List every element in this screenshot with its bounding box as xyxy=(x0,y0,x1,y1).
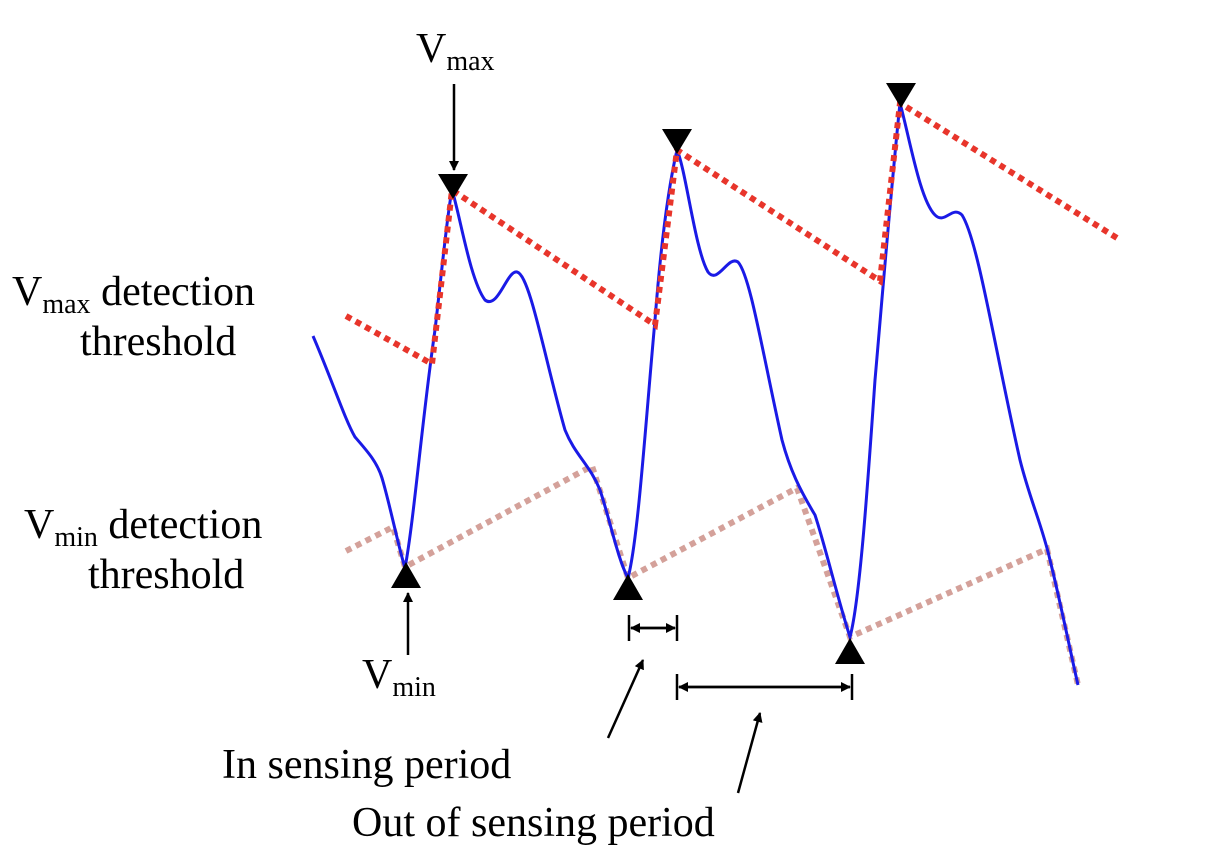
vmin-marker-2 xyxy=(613,574,643,600)
in-sensing-interval xyxy=(627,615,679,641)
vmax-peak-label: Vmax xyxy=(416,26,495,77)
vmin-marker-3 xyxy=(835,638,865,664)
in-sensing-callout-arrow xyxy=(606,659,645,739)
signal-waveform xyxy=(311,102,1080,686)
out-sensing-period-label: Out of sensing period xyxy=(352,800,715,846)
vmax-marker-1 xyxy=(438,174,468,199)
vmin-threshold-label: Vmin detection xyxy=(24,502,262,553)
vmin-trough-label: Vmin xyxy=(362,652,436,703)
vmin-marker-1 xyxy=(391,562,421,588)
vmax-markers xyxy=(438,83,916,199)
vmax-marker-3 xyxy=(886,83,916,108)
vmax-threshold-label: Vmax detection xyxy=(12,269,255,320)
in-sensing-period-label: In sensing period xyxy=(222,742,511,788)
vmax-threshold-label-line2: threshold xyxy=(80,319,236,365)
vmin-threshold-label-line2: threshold xyxy=(88,552,244,598)
vmax-marker-2 xyxy=(662,129,692,154)
vmax-threshold-line xyxy=(344,97,1119,369)
out-sensing-callout-arrow xyxy=(736,712,763,794)
vmin-markers xyxy=(391,562,865,664)
vmin-threshold-line xyxy=(344,461,1081,686)
out-sensing-interval xyxy=(675,674,854,700)
